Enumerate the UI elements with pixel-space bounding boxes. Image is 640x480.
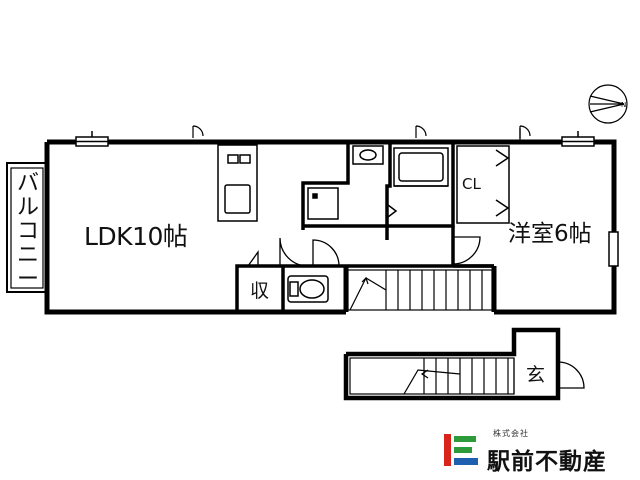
room-label-western: 洋室6帖 xyxy=(508,221,592,247)
room-label-closet: CL xyxy=(462,175,481,193)
balcony-char: ー xyxy=(16,267,39,292)
room-label-ldk: LDK10帖 xyxy=(84,222,188,251)
company-logo: 株式会社 駅前不動産 xyxy=(441,426,640,475)
room-label-entrance: 玄 xyxy=(526,364,546,386)
company-name: 駅前不動産 xyxy=(487,449,607,475)
room-label-balcony: バ ル コ ニ ー xyxy=(14,172,42,292)
kitchen-counter xyxy=(217,144,258,222)
entrance-door xyxy=(557,361,585,389)
doors xyxy=(247,128,521,267)
windows xyxy=(75,131,619,267)
compass-icon xyxy=(588,84,628,124)
lower-section-walls xyxy=(343,327,561,401)
compass-north-label: N xyxy=(621,101,626,109)
balcony-char: ル xyxy=(16,195,39,220)
exterior-walls xyxy=(44,139,617,315)
company-type: 株式会社 xyxy=(493,429,529,438)
washing-machine-space xyxy=(307,187,339,220)
toilet xyxy=(287,275,329,303)
balcony-char: コ xyxy=(16,219,39,244)
logo-mark-icon xyxy=(444,434,478,466)
vents xyxy=(192,125,531,138)
bathroom xyxy=(387,147,449,218)
balcony-char: バ xyxy=(16,171,39,196)
room-label-storage: 収 xyxy=(250,280,270,302)
closet xyxy=(456,145,510,224)
staircase-lower xyxy=(349,357,515,395)
washbasin xyxy=(352,145,384,165)
staircase-upper xyxy=(347,269,493,311)
balcony-char: ニ xyxy=(16,243,39,268)
interior-walls xyxy=(235,142,494,312)
